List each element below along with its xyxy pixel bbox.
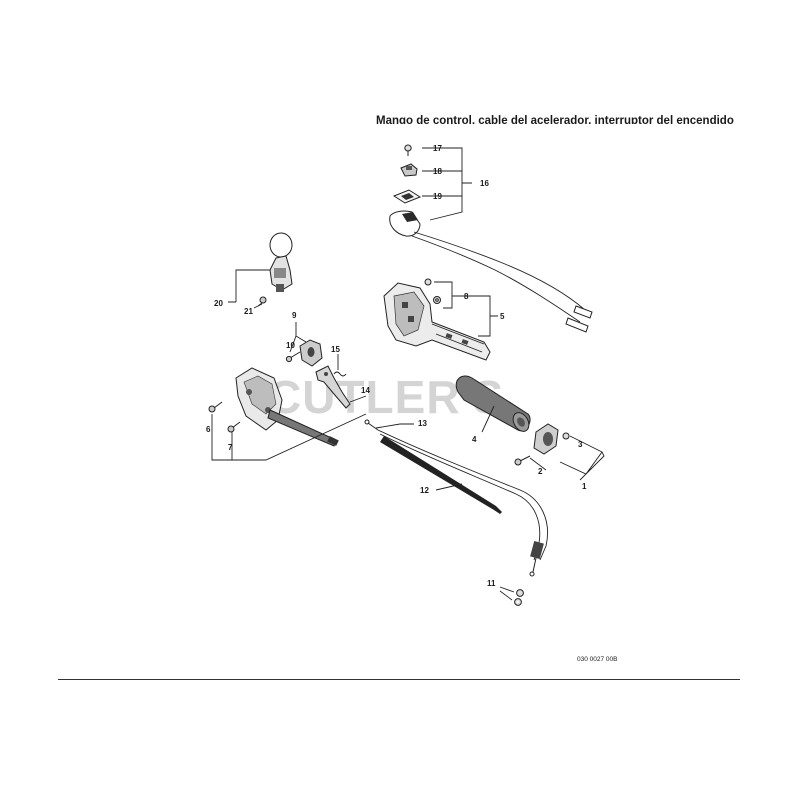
part-15-spring[interactable]	[333, 371, 347, 377]
part-5-handle-housing[interactable]	[383, 282, 491, 361]
part-18-nut[interactable]	[400, 163, 418, 177]
part-8-nuts[interactable]	[424, 278, 441, 304]
callout-16: 16	[480, 179, 489, 188]
diagram-title: Mango de control, cable del acelerador, …	[376, 115, 734, 124]
part-20-switch-cap[interactable]	[269, 232, 293, 292]
callout-9: 9	[292, 311, 297, 320]
callout-5: 5	[500, 312, 505, 321]
callout-1: 1	[582, 482, 587, 491]
part-3-nut[interactable]	[562, 432, 570, 440]
part-11-nuts[interactable]	[514, 589, 524, 606]
callout-6: 6	[206, 425, 211, 434]
part-2-bolt[interactable]	[514, 455, 531, 466]
part-7-control-housing[interactable]	[235, 367, 339, 447]
part-6-screw[interactable]	[208, 401, 223, 413]
callout-11: 11	[487, 579, 496, 588]
callout-4: 4	[472, 435, 477, 444]
callout-13: 13	[418, 419, 427, 428]
part-21-screw[interactable]	[257, 296, 267, 307]
callout-18: 18	[433, 167, 442, 176]
part-19-plate[interactable]	[392, 189, 422, 204]
callout-19: 19	[433, 192, 442, 201]
footer-rule	[58, 679, 740, 680]
callout-2: 2	[538, 467, 543, 476]
callout-7: 7	[228, 443, 233, 452]
part-16-ignition-switch[interactable]	[389, 210, 593, 333]
callout-17: 17	[433, 144, 442, 153]
part-14-throttle-trigger[interactable]	[315, 365, 351, 409]
part-17-screw[interactable]	[404, 144, 412, 156]
callout-20: 20	[214, 299, 223, 308]
callout-3: 3	[578, 440, 583, 449]
part-9-clip[interactable]	[299, 339, 323, 367]
part-10-screw[interactable]	[285, 351, 301, 363]
callout-14: 14	[361, 386, 370, 395]
callout-21: 21	[244, 307, 253, 316]
callout-10: 10	[286, 341, 295, 350]
drawing-code: 030 0027 00B	[577, 656, 617, 663]
part-7-screw[interactable]	[227, 421, 241, 433]
callout-12: 12	[420, 486, 429, 495]
part-4-grip[interactable]	[455, 375, 532, 434]
part-1-end-clamp[interactable]	[533, 423, 559, 455]
part-12-tube[interactable]	[380, 436, 502, 514]
callout-8: 8	[464, 292, 469, 301]
callout-15: 15	[331, 345, 340, 354]
part-13-throttle-cable[interactable]	[364, 419, 548, 577]
leader-labels-16-19: 17 18 19 16	[433, 144, 489, 201]
